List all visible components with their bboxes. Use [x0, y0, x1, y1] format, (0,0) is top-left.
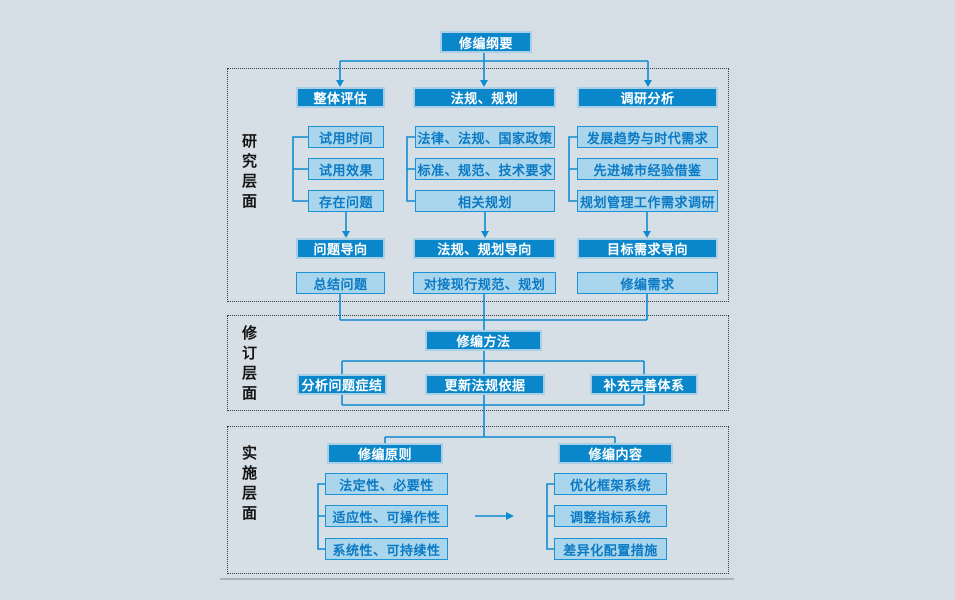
node-problem-oriented: 问题导向: [296, 238, 385, 259]
node-item: 试用时间: [308, 126, 384, 148]
node-action: 分析问题症结: [297, 374, 387, 395]
node-header-overall-evaluation: 整体评估: [296, 87, 385, 108]
section-label-implementation: 实施层面: [240, 445, 257, 525]
node-item: 存在问题: [308, 190, 384, 212]
node-item: 适应性、可操作性: [325, 505, 448, 527]
node-regulation-oriented: 法规、规划导向: [413, 238, 556, 259]
node-item: 系统性、可持续性: [325, 538, 448, 560]
node-result: 总结问题: [296, 272, 385, 294]
node-item: 优化框架系统: [554, 473, 667, 495]
node-item: 法定性、必要性: [325, 473, 448, 495]
node-action: 更新法规依据: [425, 374, 545, 395]
node-action: 补充完善体系: [590, 374, 698, 395]
section-label-research: 研究层面: [240, 133, 257, 213]
node-item: 先进城市经验借鉴: [577, 158, 718, 180]
node-item: 调整指标系统: [554, 505, 667, 527]
node-result: 对接现行规范、规划: [413, 272, 556, 294]
node-header-revision-principles: 修编原则: [327, 443, 443, 464]
node-result: 修编需求: [577, 272, 718, 294]
node-header-research-analysis: 调研分析: [577, 87, 718, 108]
bottom-divider: [220, 578, 734, 580]
node-revision-method: 修编方法: [425, 330, 542, 351]
node-item: 标准、规范、技术要求: [415, 158, 555, 180]
node-goal-demand-oriented: 目标需求导向: [577, 238, 718, 259]
node-item: 法律、法规、国家政策: [415, 126, 555, 148]
node-item: 规划管理工作需求调研: [577, 190, 718, 212]
section-label-revision: 修订层面: [240, 325, 257, 405]
node-item: 发展趋势与时代需求: [577, 126, 718, 148]
node-item: 相关规划: [415, 190, 555, 212]
node-header-regulations-planning: 法规、规划: [413, 87, 556, 108]
node-item: 试用效果: [308, 158, 384, 180]
node-header-revision-content: 修编内容: [558, 443, 673, 464]
node-item: 差异化配置措施: [554, 538, 667, 560]
node-root-outline: 修编纲要: [440, 31, 532, 53]
